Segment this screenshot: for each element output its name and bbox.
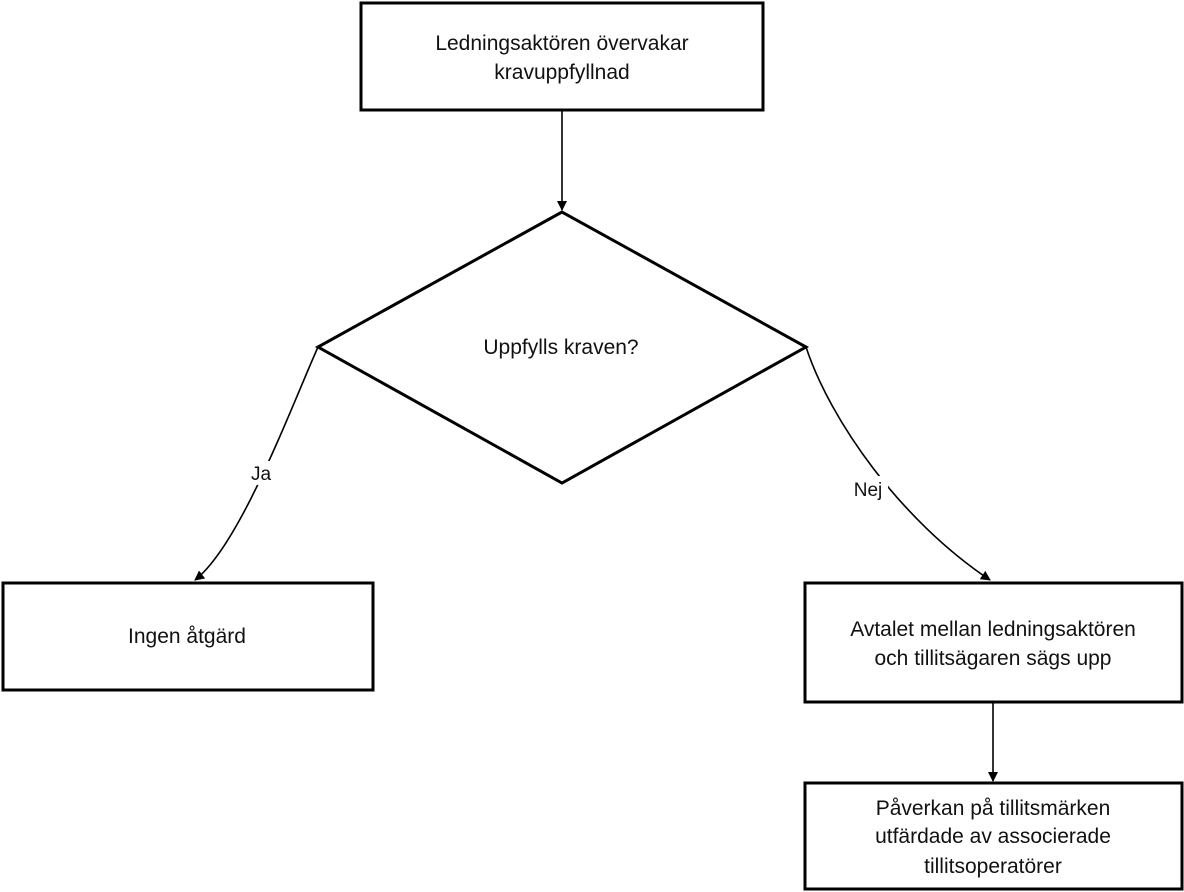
node-terminate-line-2: och tillitsägaren sägs upp	[875, 647, 1112, 670]
node-decision-label: Uppfylls kraven?	[483, 336, 638, 359]
node-impact-line-3: tillitsoperatörer	[924, 855, 1062, 878]
node-monitor-line-1: Ledningsaktören övervakar	[435, 32, 688, 55]
node-no-action: Ingen åtgärd	[1, 581, 375, 692]
edge-yes-label: Ja	[251, 464, 272, 485]
edge-no-label-bg	[848, 476, 888, 502]
edge-yes-label-bg	[246, 461, 276, 485]
node-monitor-line-2: kravuppfyllnad	[494, 61, 629, 84]
node-terminate: Avtalet mellan ledningsaktören och tilli…	[803, 581, 1184, 704]
node-impact-line-2: utfärdade av associerade	[875, 825, 1111, 848]
node-decision: Uppfylls kraven?	[314, 210, 810, 485]
node-terminate-line-1: Avtalet mellan ledningsaktören	[850, 618, 1136, 641]
edge-no	[805, 346, 991, 581]
node-impact: Påverkan på tillitsmärken utfärdade av a…	[803, 781, 1184, 891]
node-no-action-label: Ingen åtgärd	[128, 625, 246, 648]
edge-no-label: Nej	[854, 480, 883, 501]
node-impact-line-1: Påverkan på tillitsmärken	[876, 797, 1111, 820]
node-monitor: Ledningsaktören övervakar kravuppfyllnad	[359, 1, 765, 112]
